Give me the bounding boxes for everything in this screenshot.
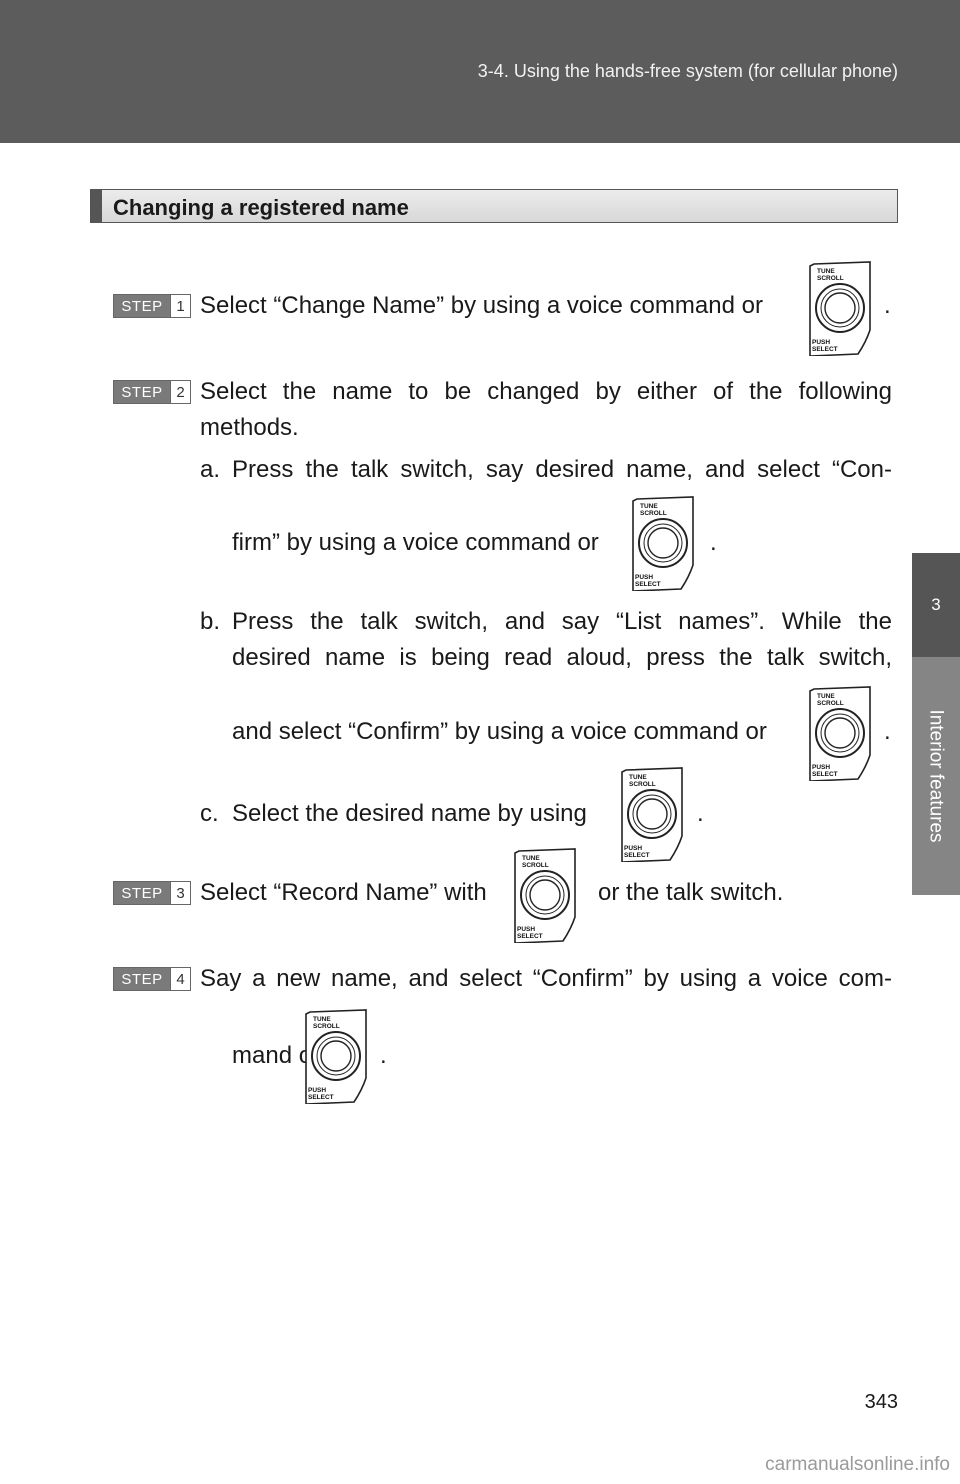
svg-text:PUSH: PUSH [308,1087,326,1094]
step1-text: Select “Change Name” by using a voice co… [200,292,763,319]
svg-text:SELECT: SELECT [635,581,661,588]
chapter-title: Interior features [926,709,948,843]
step-label: STEP [114,882,170,904]
sub-b-punct: . [884,718,891,745]
step-label: STEP [114,968,170,990]
step-number: 1 [170,295,190,317]
running-title: 3-4. Using the hands-free system (for ce… [477,61,898,81]
page-number: 343 [864,1391,898,1413]
svg-text:TUNE: TUNE [817,268,835,275]
svg-text:SCROLL: SCROLL [313,1023,340,1030]
svg-text:SELECT: SELECT [812,346,838,353]
section-heading-marker [91,190,102,222]
svg-text:SCROLL: SCROLL [817,275,844,282]
tune-select-knob-icon: TUNE SCROLL PUSH SELECT [513,847,581,944]
svg-text:PUSH: PUSH [635,574,653,581]
tune-select-knob-icon: TUNE SCROLL PUSH SELECT [620,766,688,863]
step4-punct: . [380,1042,387,1069]
svg-text:SELECT: SELECT [624,852,650,859]
svg-text:SELECT: SELECT [812,771,838,778]
step-badge-2: STEP 2 [113,380,191,404]
svg-text:SCROLL: SCROLL [817,700,844,707]
step4-text-line1: Say a new name, and select “Confirm” by … [200,965,892,992]
svg-text:TUNE: TUNE [313,1016,331,1023]
tune-select-knob-icon: TUNE SCROLL PUSH SELECT [808,685,876,782]
sub-b-line1: Press the talk switch, and say “List nam… [232,608,892,635]
sub-c-letter: c. [200,800,219,827]
chapter-number-tab[interactable]: 3 [912,553,960,657]
step-label: STEP [114,381,170,403]
step-number: 2 [170,381,190,403]
svg-text:TUNE: TUNE [629,774,647,781]
sub-b-letter: b. [200,608,221,635]
section-heading: Changing a registered name [90,189,898,223]
section-title: Changing a registered name [113,195,409,220]
step-number: 3 [170,882,190,904]
step-badge-4: STEP 4 [113,967,191,991]
svg-text:SELECT: SELECT [517,933,543,940]
step2-text-line2: methods. [200,414,299,441]
tune-select-knob-icon: TUNE SCROLL PUSH SELECT [631,495,699,592]
tune-select-knob-icon: TUNE SCROLL PUSH SELECT [304,1008,372,1105]
svg-text:SCROLL: SCROLL [640,510,667,517]
svg-text:SCROLL: SCROLL [522,862,549,869]
step-badge-1: STEP 1 [113,294,191,318]
step3-text: Select “Record Name” with [200,879,487,906]
step-number: 4 [170,968,190,990]
svg-text:PUSH: PUSH [812,339,830,346]
sub-b-line2: desired name is being read aloud, press … [232,644,892,671]
svg-text:TUNE: TUNE [522,855,540,862]
sub-c-line1: Select the desired name by using [232,800,587,827]
svg-text:TUNE: TUNE [817,693,835,700]
step-label: STEP [114,295,170,317]
step1-punct: . [884,292,891,319]
watermark[interactable]: carmanualsonline.info [765,1454,950,1475]
sub-a-line1: Press the talk switch, say desired name,… [232,456,892,483]
chapter-title-tab[interactable]: Interior features [912,657,960,895]
sub-a-line2: firm” by using a voice command or [232,529,599,556]
svg-text:TUNE: TUNE [640,503,658,510]
tune-select-knob-icon: TUNE SCROLL PUSH SELECT [808,260,876,357]
svg-text:PUSH: PUSH [812,764,830,771]
svg-text:PUSH: PUSH [517,926,535,933]
step2-text-line1: Select the name to be changed by either … [200,378,892,405]
svg-text:SCROLL: SCROLL [629,781,656,788]
step3-text-after: or the talk switch. [598,879,784,906]
svg-text:SELECT: SELECT [308,1094,334,1101]
sub-b-line3: and select “Confirm” by using a voice co… [232,718,767,745]
sub-c-punct: . [697,800,704,827]
sub-a-letter: a. [200,456,221,483]
chapter-number: 3 [931,595,941,614]
step-badge-3: STEP 3 [113,881,191,905]
svg-text:PUSH: PUSH [624,845,642,852]
header-band: 3-4. Using the hands-free system (for ce… [0,0,960,143]
sub-a-punct: . [710,529,717,556]
